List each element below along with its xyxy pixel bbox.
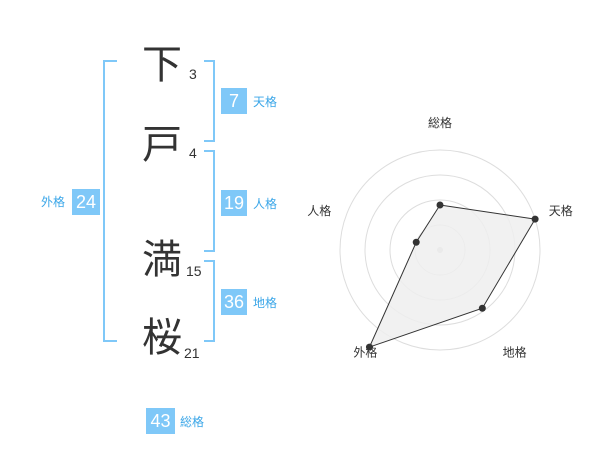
tenkaku-bracket	[204, 60, 215, 142]
stroke-count-2: 4	[189, 145, 197, 161]
gaikaku-bracket	[103, 60, 117, 342]
jinkaku-bracket	[204, 150, 215, 252]
radar-point-1	[436, 201, 444, 209]
radar-axis-label: 外格	[353, 345, 377, 360]
tenkaku-badge: 7	[221, 88, 247, 114]
chikaku-label: 地格	[253, 296, 278, 310]
radar-area	[368, 204, 536, 348]
soukaku-label: 総格	[180, 415, 205, 429]
gaikaku-badge: 24	[72, 189, 100, 215]
radar-point-4	[365, 343, 373, 351]
name-char-4: 桜	[142, 315, 182, 361]
jinkaku-badge: 19	[221, 190, 247, 216]
jinkaku-label: 人格	[253, 197, 278, 211]
radar-axis-label: 地格	[503, 345, 527, 360]
radar-point-3	[478, 304, 486, 312]
chikaku-bracket	[204, 260, 215, 342]
tenkaku-label: 天格	[253, 95, 278, 109]
name-char-1: 下	[142, 42, 182, 88]
chikaku-badge: 36	[221, 289, 247, 315]
radar-axis-label: 天格	[549, 203, 573, 218]
stroke-count-1: 3	[189, 66, 197, 82]
name-char-3: 満	[142, 237, 182, 283]
stroke-count-3: 15	[186, 263, 202, 279]
radar-ring	[339, 149, 541, 351]
soukaku-badge: 43	[146, 408, 175, 434]
radar-point-5	[412, 238, 420, 246]
radar-point-2	[531, 215, 539, 223]
stroke-count-4: 21	[184, 345, 200, 361]
gaikaku-label: 外格	[41, 195, 66, 209]
radar-axis-label: 人格	[307, 203, 331, 218]
radar-axis-label: 総格	[428, 115, 452, 130]
name-char-2: 戸	[142, 122, 182, 168]
